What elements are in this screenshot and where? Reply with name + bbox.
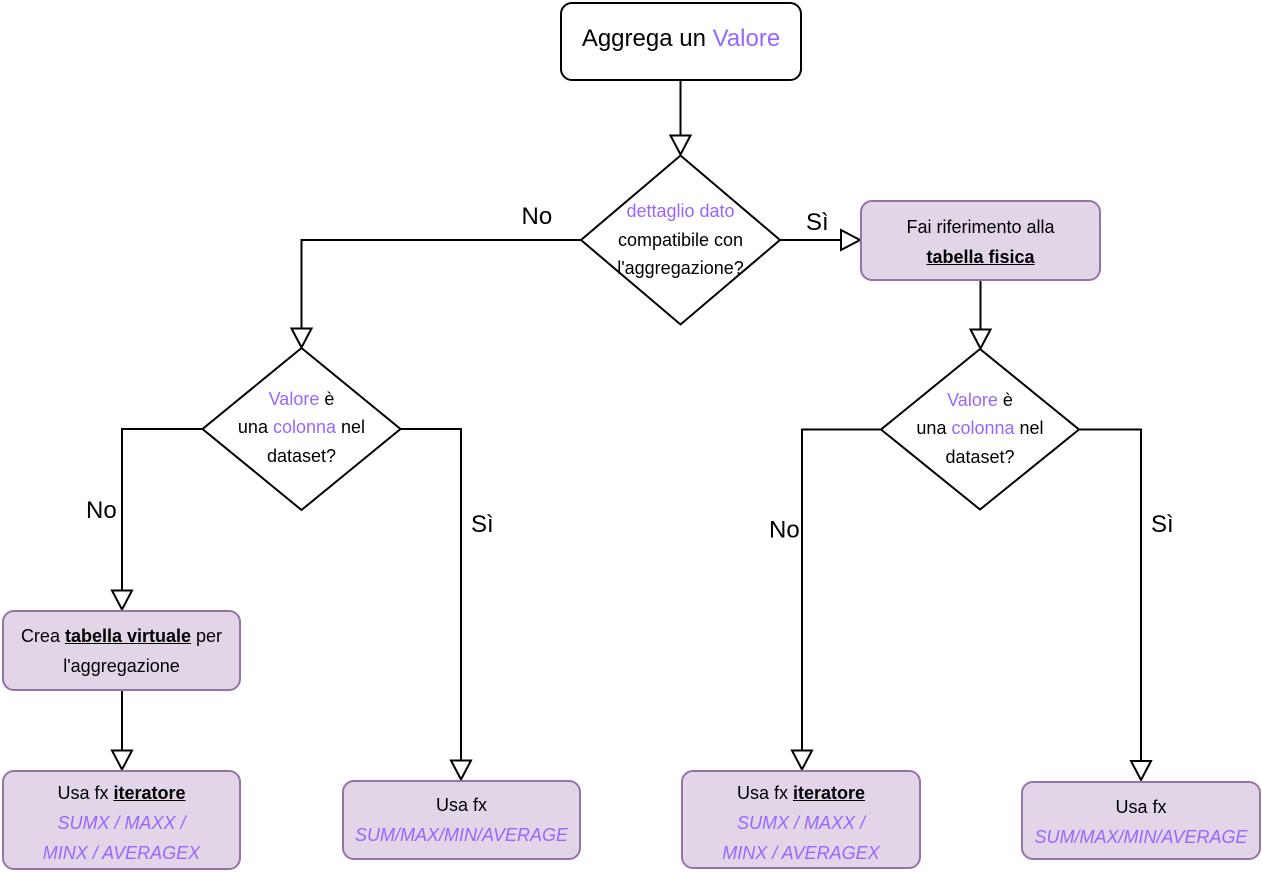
svg-text:Sì: Sì	[806, 209, 829, 236]
svg-text:Sì: Sì	[471, 511, 494, 538]
svg-text:No: No	[522, 203, 553, 230]
svg-text:Sì: Sì	[1151, 511, 1174, 538]
svg-text:No: No	[86, 497, 117, 524]
svg-text:No: No	[769, 517, 800, 544]
